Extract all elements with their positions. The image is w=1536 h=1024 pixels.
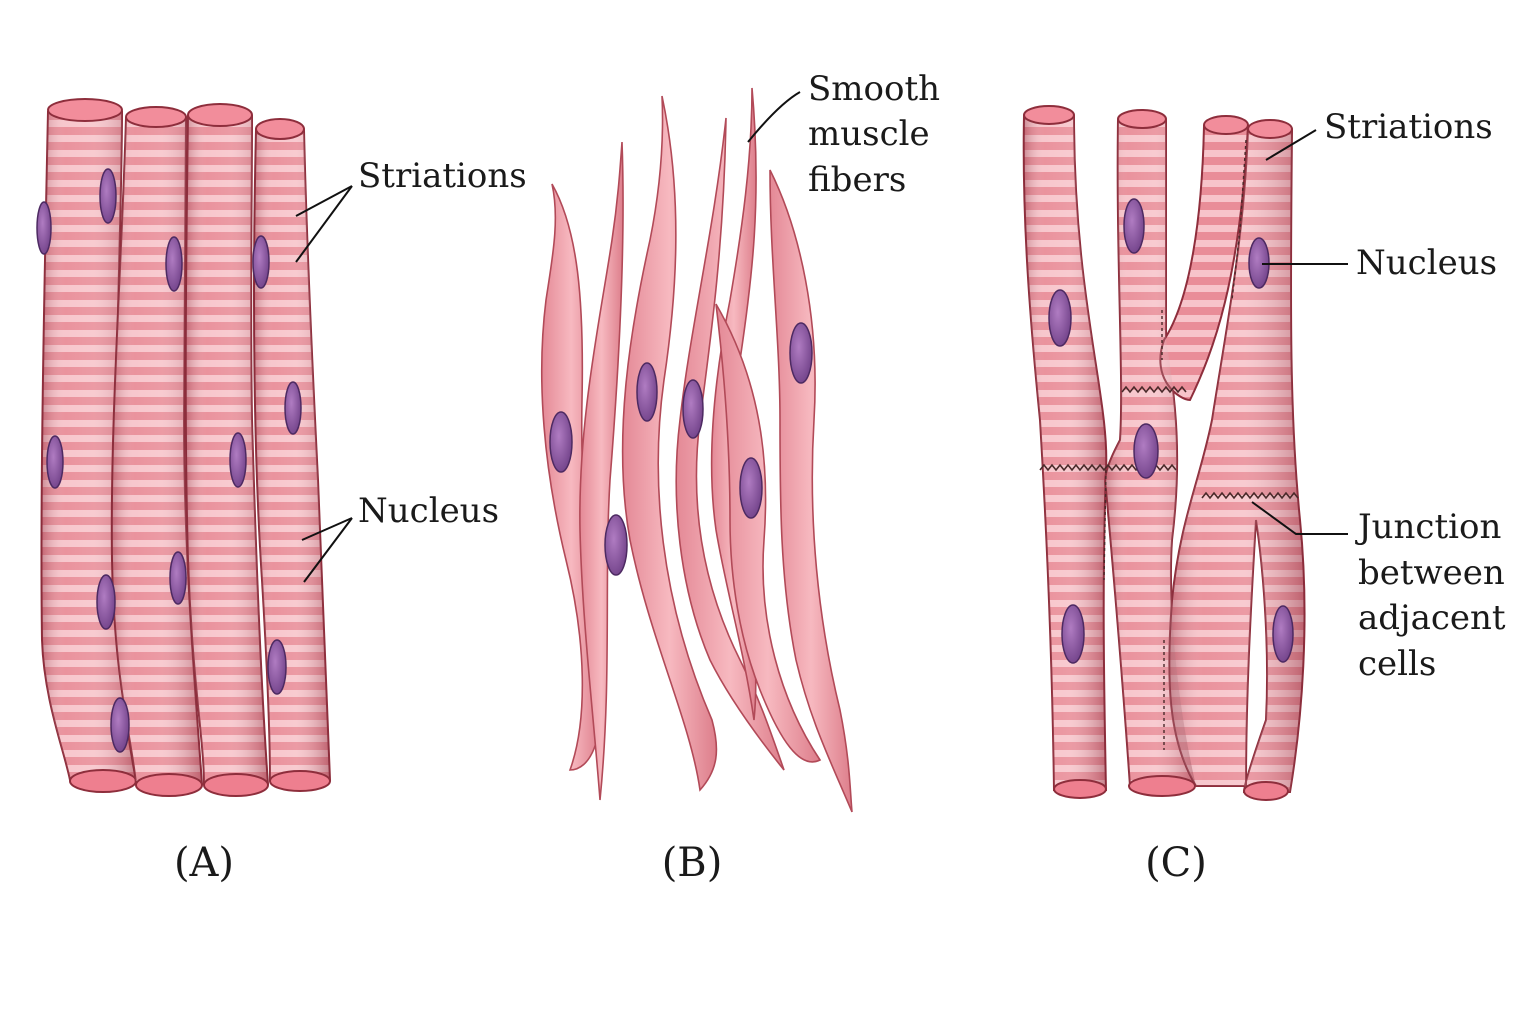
panel-label-a: (A) bbox=[174, 840, 234, 886]
panel-b-smooth-muscle: Smooth muscle fibers (B) bbox=[540, 69, 951, 886]
panel-label-c: (C) bbox=[1145, 840, 1207, 886]
nucleus bbox=[739, 457, 763, 519]
annotation-line: cells bbox=[1358, 644, 1436, 684]
annotation-nucleus: Nucleus bbox=[358, 491, 499, 531]
skeletal-nuclei bbox=[36, 168, 302, 753]
intercalated-disc bbox=[1103, 469, 1107, 581]
nucleus bbox=[110, 697, 130, 753]
nucleus bbox=[99, 168, 117, 224]
panel-label-b: (B) bbox=[662, 840, 723, 886]
smooth-fiber bbox=[769, 169, 853, 813]
panel-c-cardiac-muscle: Striations Nucleus Junction between adja… bbox=[1022, 105, 1516, 886]
smooth-fiber bbox=[675, 117, 785, 771]
intercalated-disc bbox=[1201, 491, 1299, 500]
skeletal-fiber-4 bbox=[253, 118, 332, 792]
annotation-line: Smooth bbox=[808, 69, 940, 109]
annotation-nucleus: Nucleus bbox=[1356, 243, 1497, 283]
nucleus bbox=[549, 411, 573, 473]
intercalated-disc bbox=[1231, 139, 1247, 301]
nucleus bbox=[1133, 423, 1159, 479]
nucleus bbox=[604, 514, 628, 576]
annotation-line: fibers bbox=[808, 160, 906, 200]
nucleus bbox=[46, 435, 64, 489]
annotation-line: muscle bbox=[808, 114, 930, 154]
skeletal-fiber-3 bbox=[184, 103, 270, 797]
nucleus bbox=[1123, 198, 1145, 254]
smooth-fibers bbox=[540, 87, 853, 813]
leader-lines-a bbox=[295, 185, 353, 583]
annotation-line: Junction bbox=[1355, 507, 1501, 547]
annotation-junction: Junction between adjacent cells bbox=[1355, 507, 1516, 684]
nucleus bbox=[1061, 604, 1085, 664]
annotation-striations: Striations bbox=[1324, 107, 1493, 147]
nucleus bbox=[229, 432, 247, 488]
nucleus bbox=[636, 362, 658, 422]
nucleus bbox=[165, 236, 183, 292]
nucleus bbox=[267, 639, 287, 695]
leader-line-b bbox=[747, 91, 801, 143]
nucleus bbox=[96, 574, 116, 630]
nucleus bbox=[1048, 289, 1072, 347]
cardiac-branch bbox=[1159, 125, 1250, 402]
nucleus bbox=[169, 551, 187, 605]
smooth-fiber bbox=[579, 141, 624, 801]
annotation-striations: Striations bbox=[358, 156, 527, 196]
annotation-line: between bbox=[1358, 553, 1505, 593]
nucleus bbox=[36, 201, 52, 255]
leader-lines-c bbox=[1251, 129, 1348, 535]
nucleus bbox=[1272, 605, 1294, 663]
nucleus bbox=[682, 379, 704, 439]
smooth-fiber bbox=[715, 303, 822, 763]
nucleus bbox=[252, 235, 270, 289]
cardiac-cells bbox=[1022, 105, 1306, 801]
nucleus bbox=[284, 381, 302, 435]
annotation-smooth-muscle-fibers: Smooth muscle fibers bbox=[808, 69, 951, 200]
nucleus bbox=[789, 322, 813, 384]
annotation-line: adjacent bbox=[1358, 598, 1506, 638]
cardiac-nuclei bbox=[1048, 198, 1294, 664]
panel-a-skeletal-muscle: Striations Nucleus (A) bbox=[36, 98, 527, 886]
intercalated-disc bbox=[1121, 385, 1187, 394]
smooth-fiber bbox=[621, 95, 718, 792]
intercalated-discs bbox=[1039, 139, 1299, 750]
smooth-nuclei bbox=[549, 322, 813, 576]
